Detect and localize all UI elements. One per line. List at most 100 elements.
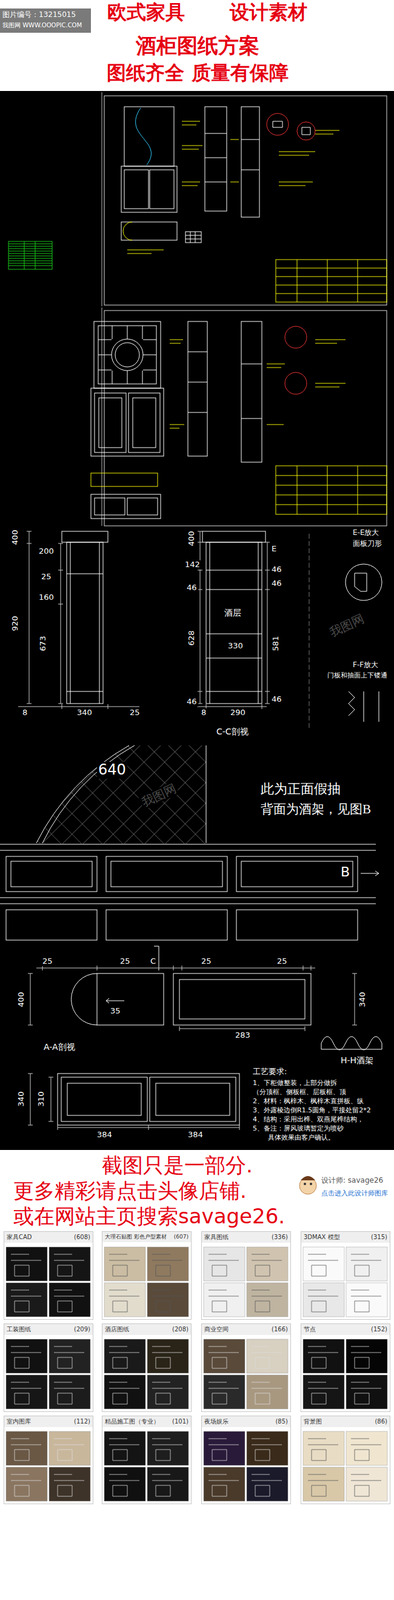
watermark-text: 图片编号：13215015 (2, 10, 76, 20)
process-note: 3、外露棱边倒R1.5圆角，平接处留2*2 (251, 1106, 373, 1115)
dimension-label: 46 (270, 578, 284, 588)
thumbnail (152, 1381, 183, 1404)
thumbnail (303, 1246, 345, 1281)
tile-header: 家具图纸(336) (201, 1231, 291, 1243)
thumbnail (307, 1253, 339, 1276)
thumbnail (152, 1289, 183, 1312)
item-count: (209) (73, 1325, 91, 1333)
item-count: (166) (271, 1325, 288, 1333)
dimension-label: 8 (200, 707, 208, 718)
thumbnail (346, 1338, 388, 1373)
tile-header: 室内图库 (112) (4, 1415, 93, 1427)
thumbnail (203, 1246, 245, 1281)
item-count: (112) (73, 1417, 91, 1425)
thumbnail (147, 1430, 189, 1465)
thumbnail (6, 1338, 48, 1373)
thumbnail (246, 1430, 288, 1465)
dimension-label: 门板和抽面上下镂通 (326, 671, 389, 680)
tile-header: 精品施工图（专业）(101) (102, 1415, 191, 1427)
thumbnail (10, 1253, 42, 1276)
dimension-label: 8 (21, 707, 29, 718)
dimension-label: 673 (38, 634, 48, 653)
thumbnail (147, 1466, 189, 1501)
category-tile: 家具CAD (608) (3, 1230, 94, 1319)
banner-heading: 图纸齐全 质量有保障 (106, 61, 288, 85)
thumbnail (350, 1289, 382, 1312)
promo-text: 或在网站主页搜索savage26. (13, 1203, 285, 1228)
category-name: 背景图 (303, 1417, 322, 1425)
category-tile: 大理石贴图 彩色户型素材(607) (101, 1230, 192, 1319)
thumbnail (246, 1338, 288, 1373)
process-note: （分顶框、侧板框、层板框、顶 (251, 1088, 348, 1096)
process-note: 4、结构：采用出榫、双燕尾榫结构， (251, 1115, 365, 1124)
thumbnail (208, 1381, 239, 1404)
thumbnail (246, 1466, 288, 1501)
dimension-label: 25 (200, 956, 213, 966)
thumbnail (109, 1473, 140, 1496)
item-count: (86) (374, 1417, 388, 1425)
promo-text: 更多精彩请点击头像店铺. (13, 1178, 247, 1203)
tile-header: 工装图纸 (209) (4, 1323, 93, 1335)
thumbnail (10, 1345, 42, 1368)
thumbnail (251, 1437, 282, 1460)
thumbnail (104, 1338, 146, 1373)
dimension-label: C (149, 956, 157, 966)
dimension-label: 25 (41, 956, 54, 966)
item-count: (85) (275, 1417, 288, 1425)
thumbnail (251, 1253, 282, 1276)
thumbnail (203, 1338, 245, 1373)
dimension-label: 400 (10, 528, 21, 547)
thumbnail (208, 1289, 239, 1312)
dimension-label: 面板刀形 (351, 539, 384, 548)
thumbnail (152, 1345, 183, 1368)
dimension-label: 酒层 (223, 607, 243, 618)
category-tile: 家具图纸(336) (201, 1230, 291, 1319)
category-name: 家具CAD (6, 1232, 33, 1241)
category-name: 工装图纸 (6, 1325, 31, 1333)
category-name: 大理石贴图 彩色户型素材 (104, 1232, 167, 1240)
thumbnail (6, 1430, 48, 1465)
thumbnail (246, 1282, 288, 1316)
dimension-label: 400 (187, 529, 197, 548)
thumbnail (246, 1374, 288, 1409)
promo-text: 截图只是一部分. (101, 1152, 253, 1177)
process-note: 工艺要求: (251, 1066, 288, 1076)
category-name: 室内图库 (6, 1417, 31, 1425)
thumbnail (10, 1289, 42, 1312)
thumbnail (147, 1282, 189, 1316)
thumbnail (152, 1253, 183, 1276)
dimension-label: 160 (37, 592, 56, 602)
thumbnail (350, 1253, 382, 1276)
item-count: (101) (172, 1417, 189, 1425)
category-name: 商业空间 (204, 1325, 229, 1333)
dimension-label: C-C剖视 (215, 726, 250, 736)
thumbnail (203, 1466, 245, 1501)
thumbnail (53, 1473, 85, 1496)
thumbnail (6, 1466, 48, 1501)
category-name: 节点 (303, 1325, 316, 1333)
dimension-label: 340 (75, 707, 94, 718)
thumbnail (246, 1246, 288, 1281)
thumbnail (251, 1289, 282, 1312)
dimension-label: 330 (226, 641, 245, 651)
dimension-label: 此为正面假抽 (259, 780, 342, 796)
category-tile: 节点(152) (300, 1322, 391, 1412)
thumbnail (104, 1282, 146, 1316)
tile-header: 大理石贴图 彩色户型素材(607) (102, 1231, 191, 1242)
banner-heading: 酒柜图纸方案 (135, 33, 260, 58)
dimension-label: 25 (118, 956, 132, 966)
dimension-label: 25 (128, 707, 142, 718)
dimension-label: 46 (270, 694, 284, 704)
thumbnail (6, 1246, 48, 1281)
tile-header: 家具CAD (608) (4, 1231, 93, 1243)
dimension-label: 25 (275, 956, 289, 966)
thumbnail (303, 1374, 345, 1409)
thumbnail (251, 1473, 282, 1496)
dimension-label: 46 (270, 564, 284, 575)
dimension-label: 628 (187, 629, 197, 647)
thumbnail (109, 1381, 140, 1404)
item-count: (608) (73, 1232, 91, 1241)
dimension-label: 46 (185, 697, 199, 707)
thumbnail (208, 1437, 239, 1460)
